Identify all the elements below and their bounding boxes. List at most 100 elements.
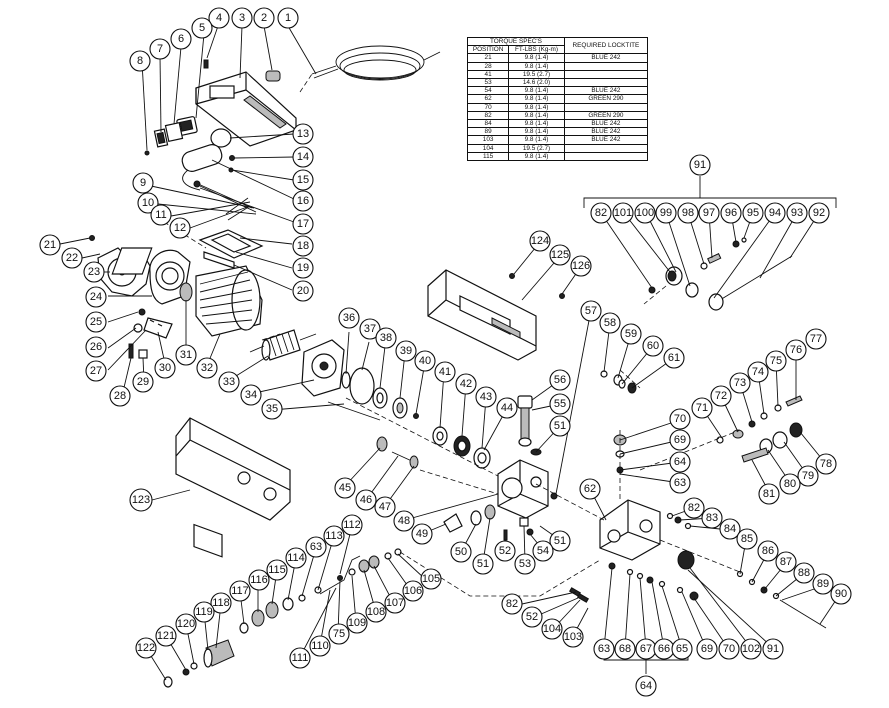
cell-position: 70 — [466, 102, 510, 112]
svg-text:31: 31 — [180, 349, 192, 361]
svg-text:70: 70 — [723, 643, 735, 655]
callout-123: 123 — [129, 488, 153, 512]
cell-ft-lbs: 9.8 (1.4) — [508, 110, 565, 121]
callout-82-c: 82 — [501, 593, 523, 615]
cell-locktite: BLUE 242 — [563, 86, 649, 96]
svg-text:122: 122 — [137, 642, 155, 654]
header-locktite: REQUIRED LOCKTITE — [563, 36, 649, 55]
svg-text:116: 116 — [250, 574, 268, 586]
svg-text:42: 42 — [460, 378, 472, 390]
callout-70-b: 70 — [718, 638, 740, 660]
callout-102: 102 — [740, 638, 762, 660]
cell-position: 21 — [466, 53, 510, 63]
callout-58: 58 — [599, 312, 621, 334]
callout-110: 110 — [309, 635, 331, 657]
cell-ft-lbs: 9.8 (1.4) — [508, 86, 565, 96]
callout-120: 120 — [175, 613, 197, 635]
svg-text:90: 90 — [835, 588, 847, 600]
cell-position: 84 — [466, 119, 510, 129]
callout-101: 101 — [612, 202, 634, 224]
svg-text:102: 102 — [742, 643, 760, 655]
callout-90: 90 — [830, 583, 852, 605]
callout-100: 100 — [634, 202, 656, 224]
callout-84: 84 — [719, 518, 741, 540]
svg-text:56: 56 — [554, 374, 566, 386]
callout-109: 109 — [346, 612, 368, 634]
callout-115: 115 — [266, 559, 288, 581]
svg-text:41: 41 — [439, 366, 451, 378]
svg-text:86: 86 — [762, 545, 774, 557]
svg-text:79: 79 — [802, 470, 814, 482]
callout-52-b: 52 — [521, 606, 543, 628]
svg-text:10: 10 — [142, 197, 154, 209]
callout-118: 118 — [210, 592, 232, 614]
svg-text:75: 75 — [770, 355, 782, 367]
cell-position: 41 — [466, 69, 510, 80]
callout-83: 83 — [701, 507, 723, 529]
svg-text:73: 73 — [734, 377, 746, 389]
svg-text:60: 60 — [647, 340, 659, 352]
svg-text:52: 52 — [526, 611, 538, 623]
svg-text:48: 48 — [398, 515, 410, 527]
torque-table-title: TORQUE SPEC'S — [467, 36, 565, 47]
callout-17: 17 — [292, 213, 314, 235]
motor-stator — [111, 247, 263, 337]
svg-text:69: 69 — [674, 434, 686, 446]
callout-76: 76 — [785, 339, 807, 361]
svg-text:51: 51 — [477, 558, 489, 570]
svg-text:126: 126 — [572, 260, 590, 272]
svg-text:35: 35 — [266, 403, 278, 415]
cell-ft-lbs: 9.8 (1.4) — [508, 151, 565, 162]
svg-text:108: 108 — [367, 606, 385, 618]
svg-text:118: 118 — [212, 597, 230, 609]
callout-126: 126 — [570, 255, 592, 277]
svg-text:63: 63 — [310, 541, 322, 553]
svg-text:61: 61 — [668, 352, 680, 364]
callout-50: 50 — [450, 541, 472, 563]
callout-99: 99 — [655, 202, 677, 224]
callout-119: 119 — [193, 601, 215, 623]
svg-text:57: 57 — [585, 305, 597, 317]
callout-61: 61 — [663, 347, 685, 369]
svg-text:46: 46 — [360, 494, 372, 506]
svg-text:25: 25 — [90, 316, 102, 328]
callout-63-b: 63 — [593, 638, 615, 660]
cell-locktite — [563, 151, 649, 162]
svg-text:89: 89 — [817, 578, 829, 590]
callout-51-a: 51 — [472, 553, 494, 575]
svg-text:88: 88 — [798, 567, 810, 579]
callout-38: 38 — [375, 327, 397, 349]
callout-125: 125 — [549, 244, 571, 266]
callout-92: 92 — [808, 202, 830, 224]
svg-text:72: 72 — [715, 390, 727, 402]
svg-text:34: 34 — [245, 389, 257, 401]
svg-text:107: 107 — [386, 597, 404, 609]
callout-56: 56 — [549, 369, 571, 391]
callout-91-a: 91 — [689, 154, 711, 176]
callout-33: 33 — [218, 371, 240, 393]
svg-text:68: 68 — [619, 643, 631, 655]
callout-59: 59 — [620, 323, 642, 345]
callout-57: 57 — [580, 300, 602, 322]
svg-text:16: 16 — [297, 195, 309, 207]
callout-64-a: 64 — [669, 451, 691, 473]
svg-text:105: 105 — [422, 573, 440, 585]
svg-text:17: 17 — [297, 218, 309, 230]
svg-text:38: 38 — [380, 332, 392, 344]
svg-text:101: 101 — [614, 207, 632, 219]
callout-20: 20 — [292, 280, 314, 302]
callout-73: 73 — [729, 372, 751, 394]
svg-text:39: 39 — [400, 345, 412, 357]
callout-41: 41 — [434, 361, 456, 383]
cell-position: 82 — [466, 110, 510, 121]
svg-text:82: 82 — [688, 502, 700, 514]
svg-text:109: 109 — [348, 617, 366, 629]
svg-text:95: 95 — [747, 207, 759, 219]
svg-text:70: 70 — [674, 413, 686, 425]
callout-45: 45 — [334, 477, 356, 499]
callout-64-b: 64 — [635, 675, 657, 697]
